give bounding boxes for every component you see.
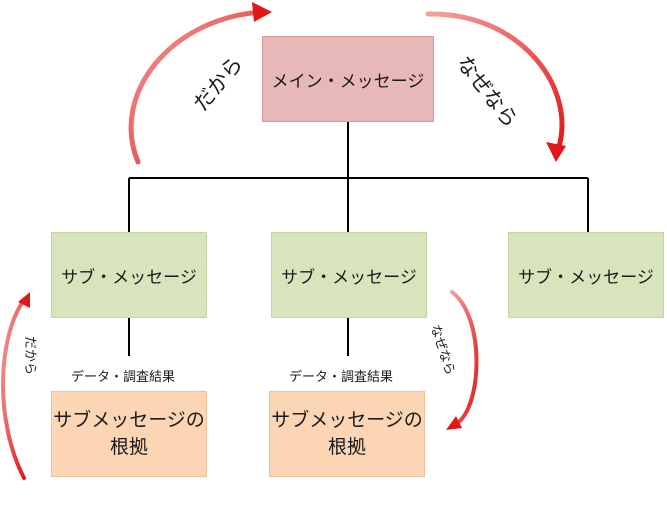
sub-message-text-2: サブ・メッセージ: [281, 267, 417, 288]
evidence-label-2: データ・調査結果: [289, 370, 394, 385]
sub-message-text-1: サブ・メッセージ: [61, 267, 197, 288]
because-arrowhead-small: [446, 416, 462, 430]
therefore-arrow-large: [128, 9, 265, 165]
because-arrow-small: [450, 290, 479, 426]
sub-message-box-2: サブ・メッセージ: [271, 232, 427, 318]
main-message-box: メイン・メッセージ: [262, 36, 434, 122]
basis-box-2: サブメッセージの 根拠: [269, 391, 425, 477]
basis-text-line1: サブメッセージの: [271, 409, 423, 431]
basis-box-1: サブメッセージの 根拠: [51, 391, 207, 477]
therefore-arrow-small: [1, 298, 26, 480]
because-arrow-large: [425, 11, 565, 153]
basis-text-line2: 根拠: [327, 436, 366, 458]
basis-text-line2: 根拠: [109, 436, 148, 458]
because-arrowhead-large: [546, 142, 566, 162]
therefore-arrowhead-large: [252, 2, 272, 22]
evidence-label-1: データ・調査結果: [71, 370, 176, 385]
therefore-label-small: だから: [22, 335, 38, 376]
sub-message-box-3: サブ・メッセージ: [508, 232, 664, 318]
main-message-text: メイン・メッセージ: [271, 71, 425, 92]
sub-message-box-1: サブ・メッセージ: [51, 232, 207, 318]
sub-message-text-3: サブ・メッセージ: [518, 267, 654, 288]
therefore-arrowhead-small: [18, 292, 30, 308]
basis-text-line1: サブメッセージの: [53, 409, 205, 431]
